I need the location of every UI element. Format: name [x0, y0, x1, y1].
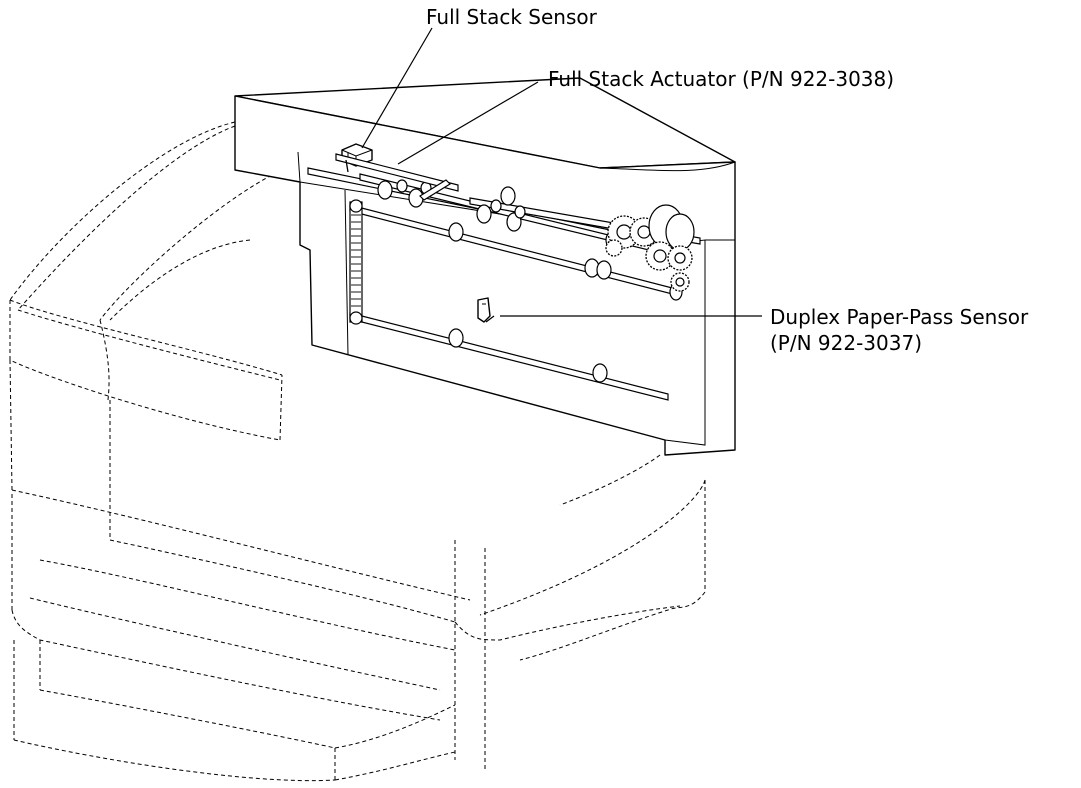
drive-belt: [349, 199, 363, 325]
label-full-stack-sensor: Full Stack Sensor: [426, 5, 598, 29]
rollers: [377, 179, 683, 383]
gear-train: [605, 204, 695, 292]
leader-full-stack-actuator: [397, 81, 539, 165]
leader-lines: [361, 27, 762, 317]
label-duplex-sensor-line2: (P/N 922-3037): [770, 331, 922, 355]
label-duplex-sensor-line1: Duplex Paper-Pass Sensor: [770, 305, 1029, 329]
duplex-sensor-part: [477, 297, 495, 323]
full-stack-actuator-part: [335, 153, 459, 201]
printer-outline: [9, 121, 706, 782]
leader-full-stack-sensor: [361, 27, 433, 149]
label-full-stack-actuator: Full Stack Actuator (P/N 922-3038): [548, 67, 894, 91]
